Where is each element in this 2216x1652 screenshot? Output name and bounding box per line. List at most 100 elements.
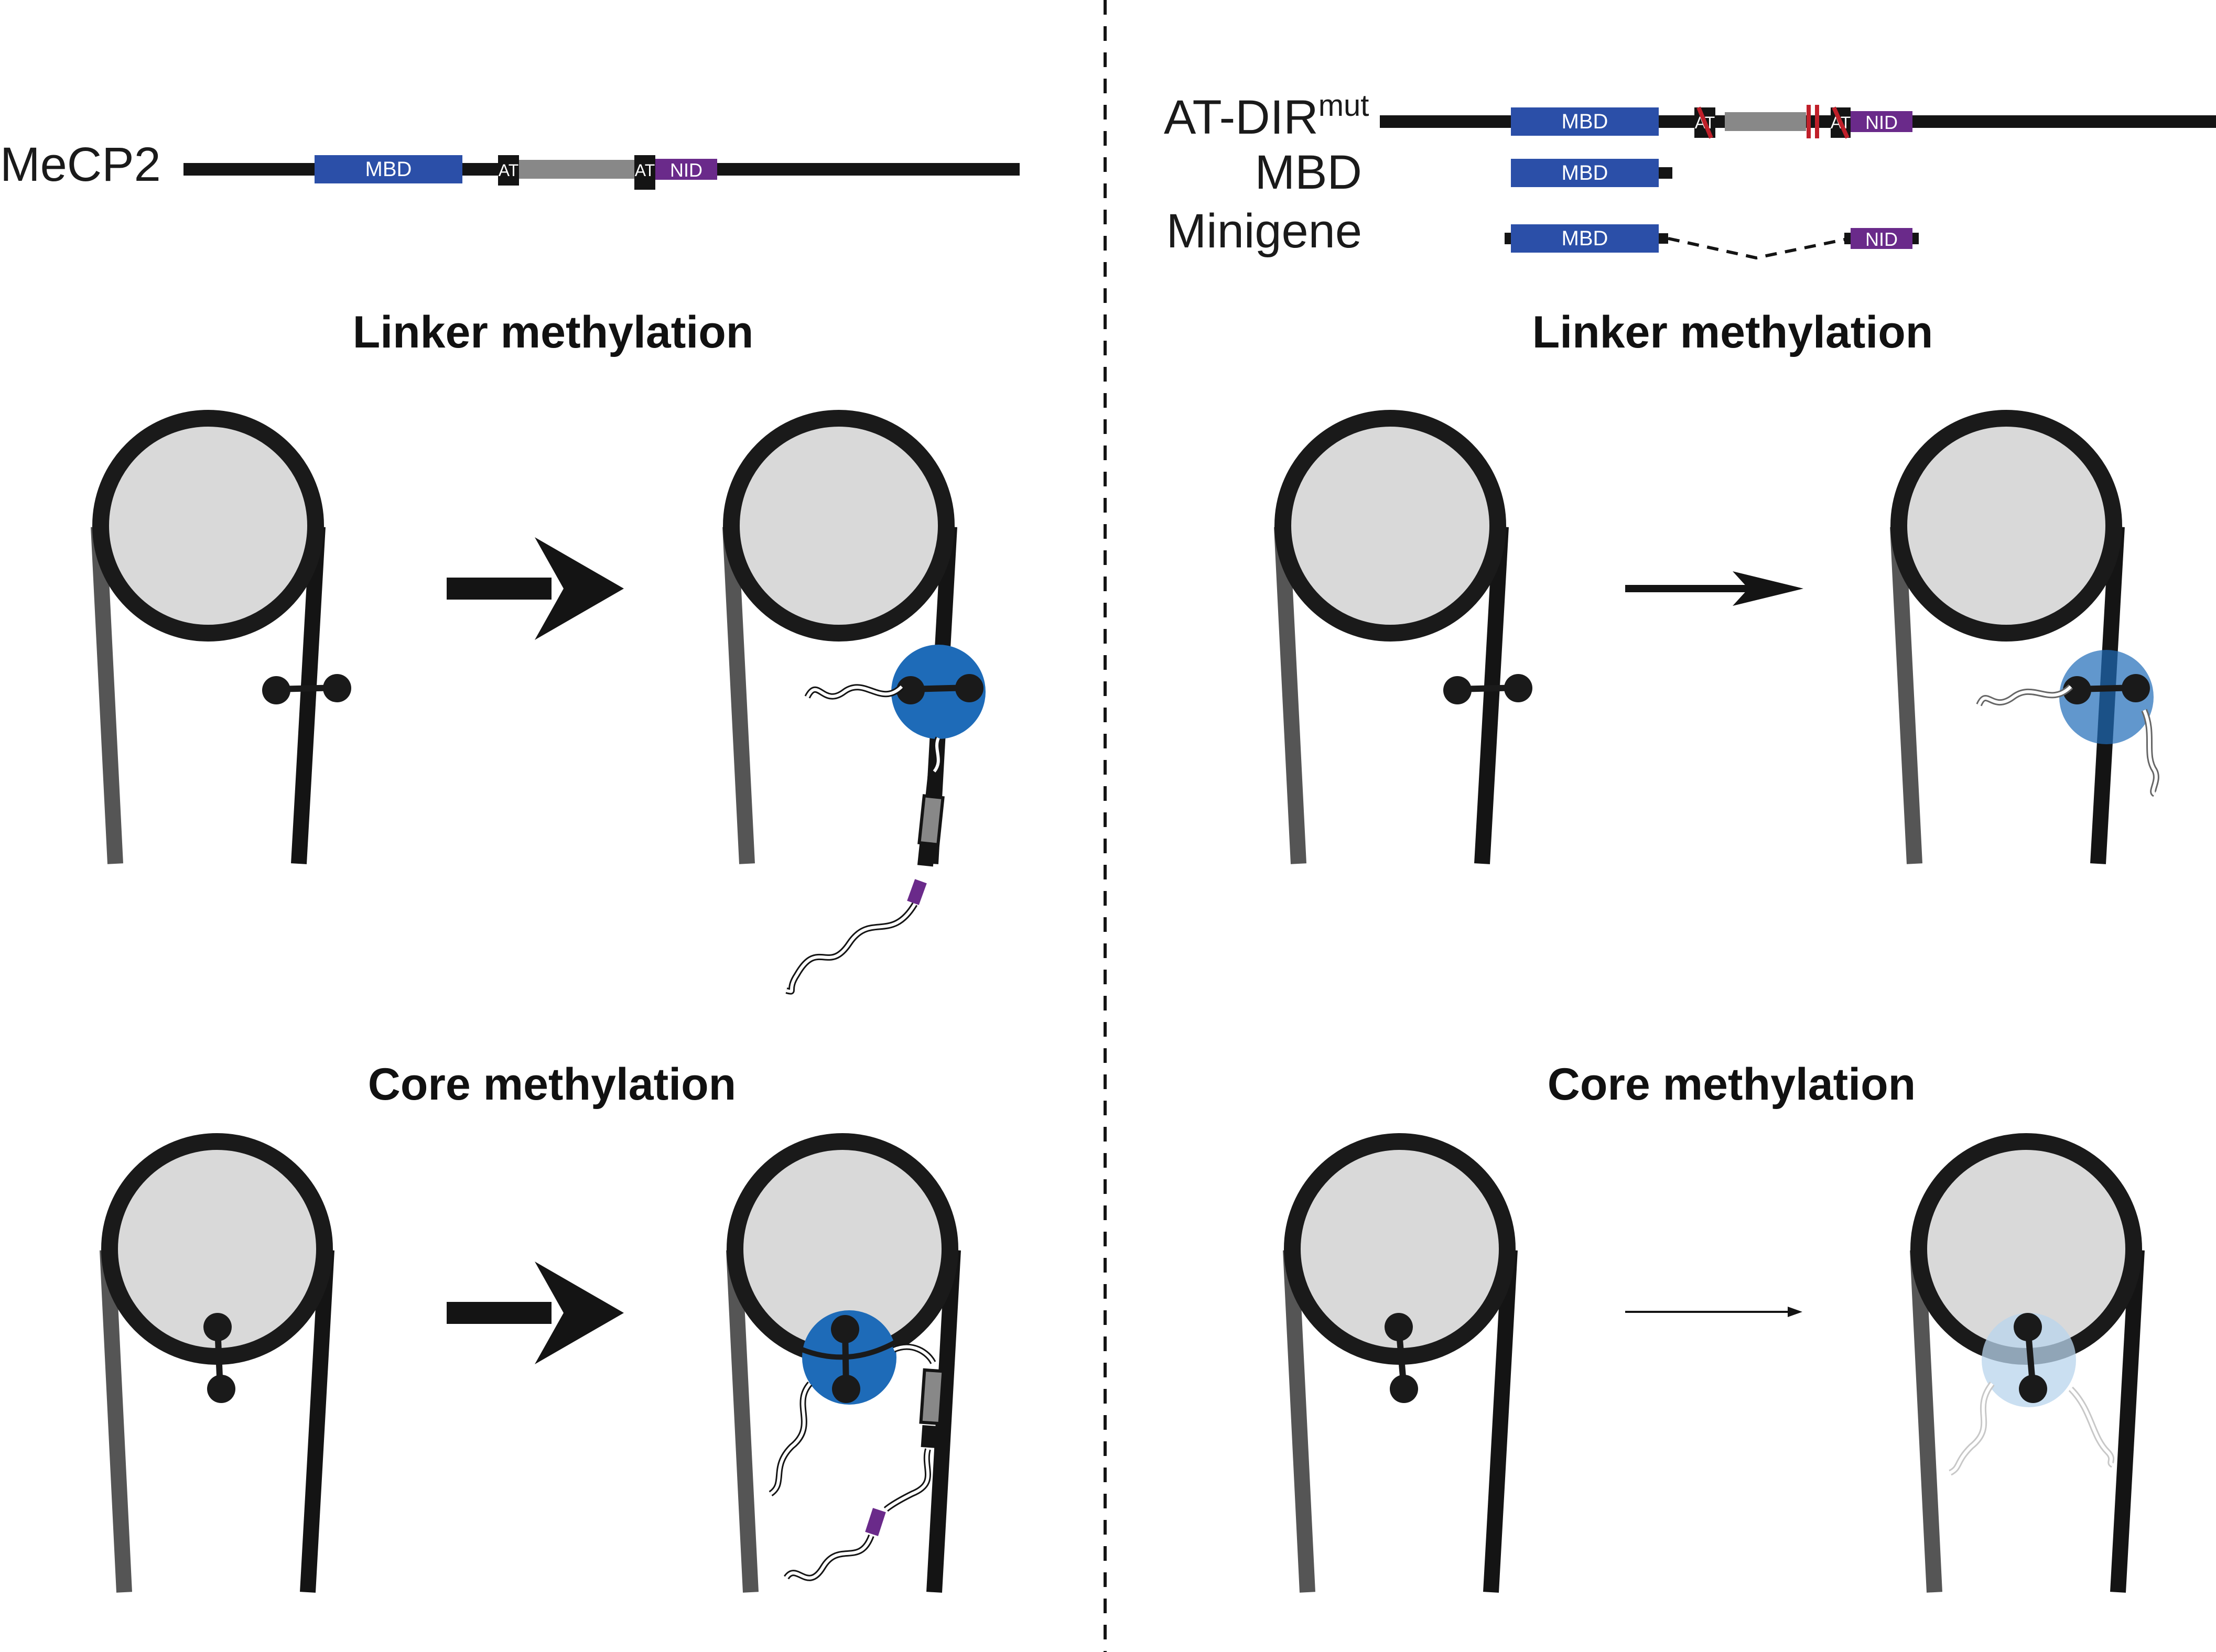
atdir-linker-region	[1725, 112, 1806, 131]
mecp2-mbd-domain	[315, 155, 462, 183]
nucleosome-right-linker-unbound	[1274, 410, 1532, 864]
right-core-arrow	[1625, 1307, 1802, 1317]
mecp2-at2-label: AT	[635, 161, 655, 180]
arrow-head	[535, 1262, 624, 1364]
mecp2-nid-domain	[907, 879, 927, 905]
minigene-mbd-domain	[1511, 224, 1659, 253]
minigene-splice-line	[1668, 237, 1850, 260]
mecp2-disordered-tail	[1977, 685, 2072, 706]
mecp2-nid-domain	[655, 159, 717, 180]
mecp2-disordered-tail	[785, 1535, 873, 1580]
dna-right-strand	[926, 1249, 961, 1593]
right-linker-arrow	[1625, 571, 1803, 606]
mbd-construct-label: MBD	[1255, 146, 1362, 199]
atdir-nid-label: NID	[1865, 112, 1898, 133]
mecp2-linker-region	[519, 160, 634, 179]
nucleosome-right-core-unbound	[1283, 1133, 1518, 1593]
mecp2-disordered-tail	[2069, 1387, 2114, 1466]
atdir-label: AT-DIRmut	[1164, 89, 1369, 144]
atdir-at2-mutation-mark	[1832, 106, 1850, 139]
mbd-construct: MBD MBD	[1255, 146, 1672, 199]
methyl-cpg-mark	[262, 674, 351, 704]
dna-left-strand	[1890, 526, 1922, 864]
histone-octamer	[1274, 410, 1506, 642]
left-core-arrow	[447, 1262, 624, 1364]
atdir-nid-domain	[1851, 111, 1912, 132]
mecp2-nid-label: NID	[670, 159, 702, 181]
mecp2-label: MeCP2	[0, 138, 161, 191]
mecp2-at1-hook	[498, 155, 519, 186]
mecp2-disordered-tail	[806, 685, 903, 698]
mecp2-disordered-tail	[784, 1534, 874, 1581]
mecp2-linker-region	[917, 794, 945, 846]
dna-right-strand	[1474, 526, 1509, 864]
mecp2-at-hook	[925, 769, 943, 798]
mecp2-mbd-bound-partial	[2059, 650, 2154, 744]
mecp2-disordered-tail	[1949, 1383, 1994, 1474]
arrow-shaft	[447, 1302, 552, 1324]
methyl-cpg-mark	[831, 1315, 860, 1403]
dna-left-strand	[91, 526, 123, 864]
nucleosome-left-linker-bound	[722, 410, 986, 995]
right-core-title: Core methylation	[1548, 1059, 1916, 1110]
dna-left-strand	[100, 1249, 132, 1593]
nucleosome-left-core-bound	[726, 1133, 961, 1593]
mecp2-nid-domain	[865, 1508, 886, 1536]
histone-octamer	[723, 410, 955, 642]
arrow-shaft	[447, 578, 552, 600]
minigene-nid-domain	[1851, 228, 1912, 249]
nucleosome-right-core-bound	[1910, 1133, 2145, 1593]
mecp2-disordered-tail	[883, 1448, 931, 1512]
methyl-cpg-mark	[1443, 674, 1532, 704]
mbd-construct-domain-label: MBD	[1562, 161, 1608, 184]
left-linker-title: Linker methylation	[353, 307, 754, 357]
mecp2-disordered-tail	[785, 902, 918, 995]
arrow-head	[535, 537, 624, 640]
dna-right-strand	[300, 1249, 334, 1593]
left-core-title: Core methylation	[368, 1059, 736, 1110]
dna-left-strand	[1283, 1249, 1315, 1593]
methyl-cpg-mark	[203, 1313, 235, 1403]
minigene-label: Minigene	[1166, 204, 1362, 258]
mecp2-disordered-tail	[893, 1345, 935, 1364]
mecp2-mbd-label: MBD	[365, 158, 412, 181]
mecp2-disordered-tail	[786, 903, 916, 993]
mecp2-mbd-bound	[891, 645, 986, 739]
mecp2-construct: MeCP2 MBD AT AT NID	[0, 138, 1020, 191]
nucleosome-left-linker-unbound	[91, 410, 351, 864]
dna-left-strand	[722, 526, 755, 864]
methyl-cpg-mark	[2014, 1313, 2047, 1403]
arrow-head	[1733, 571, 1803, 606]
dna-right-strand	[291, 526, 326, 864]
minigene-construct: Minigene MBD NID	[1166, 204, 1919, 260]
atdir-mut-construct: AT-DIRmut MBD AT AT NID	[1164, 89, 2216, 144]
atdir-superscript: mut	[1318, 89, 1369, 123]
nucleosome-left-core-unbound	[100, 1133, 334, 1593]
dna-left-strand	[1274, 526, 1306, 864]
mbd-construct-domain	[1511, 159, 1659, 187]
methyl-cpg-mark	[1385, 1313, 1418, 1403]
nucleosome-right-linker-bound	[1890, 410, 2159, 864]
histone-octamer	[92, 410, 324, 642]
mecp2-disordered-tail	[933, 737, 940, 773]
minigene-mbd-label: MBD	[1562, 227, 1608, 250]
methyl-cpg-mark	[2063, 674, 2150, 704]
atdir-mbd-label: MBD	[1562, 110, 1608, 133]
mecp2-at-hook	[921, 1425, 938, 1448]
dna-right-strand	[2110, 1249, 2145, 1593]
mecp2-at2-hook	[634, 155, 655, 190]
atdir-at1-mutation-mark	[1696, 106, 1713, 139]
arrow-head	[1788, 1307, 1802, 1317]
mecp2-at-hook	[917, 843, 936, 867]
mecp2-disordered-tail	[884, 1449, 929, 1511]
left-linker-arrow	[447, 537, 624, 640]
dna-right-strand	[1483, 1249, 1518, 1593]
mecp2-linker-region	[919, 1368, 945, 1426]
mecp2-disordered-tail	[770, 1383, 812, 1495]
atdir-mbd-domain	[1511, 107, 1659, 136]
dna-left-strand	[1910, 1249, 1942, 1593]
minigene-nid-label: NID	[1865, 229, 1898, 250]
histone-octamer	[1890, 410, 2122, 642]
mecp2-disordered-tail	[2143, 709, 2158, 796]
